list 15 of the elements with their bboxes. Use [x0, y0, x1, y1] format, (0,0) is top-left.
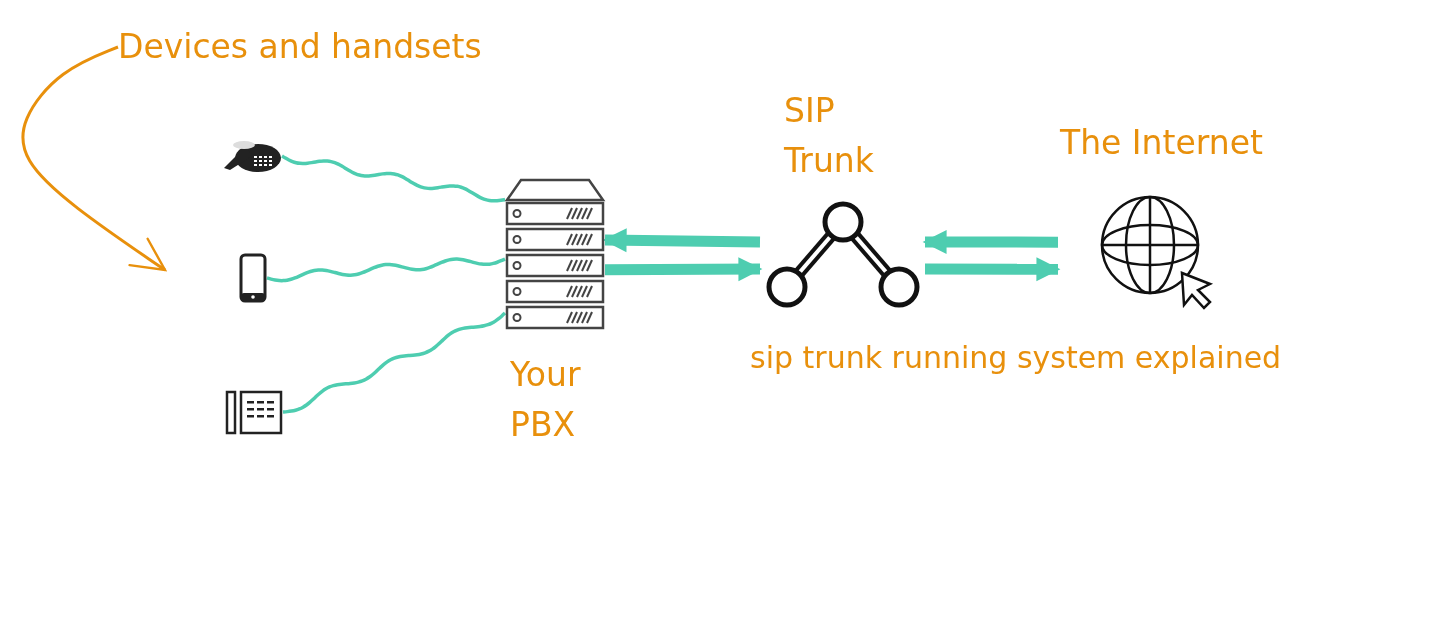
leader-arrow [21, 45, 167, 272]
wavy-connection-line [265, 257, 507, 283]
node-label: SIP Trunk [784, 90, 875, 182]
node-label: Devices and handsets [118, 26, 483, 68]
wavy-connection-line [281, 311, 507, 414]
arrow [922, 230, 1058, 254]
arrow [602, 228, 761, 253]
caption-text: sip trunk running system explained [750, 340, 1282, 375]
node-label: The Internet [1060, 122, 1264, 164]
mobile-phone-icon [239, 253, 267, 303]
node-label: Your PBX [510, 354, 582, 446]
desk-phone-icon [225, 389, 283, 435]
arrow [605, 257, 763, 282]
wavy-connection-line [280, 154, 507, 203]
arrow [925, 257, 1061, 282]
